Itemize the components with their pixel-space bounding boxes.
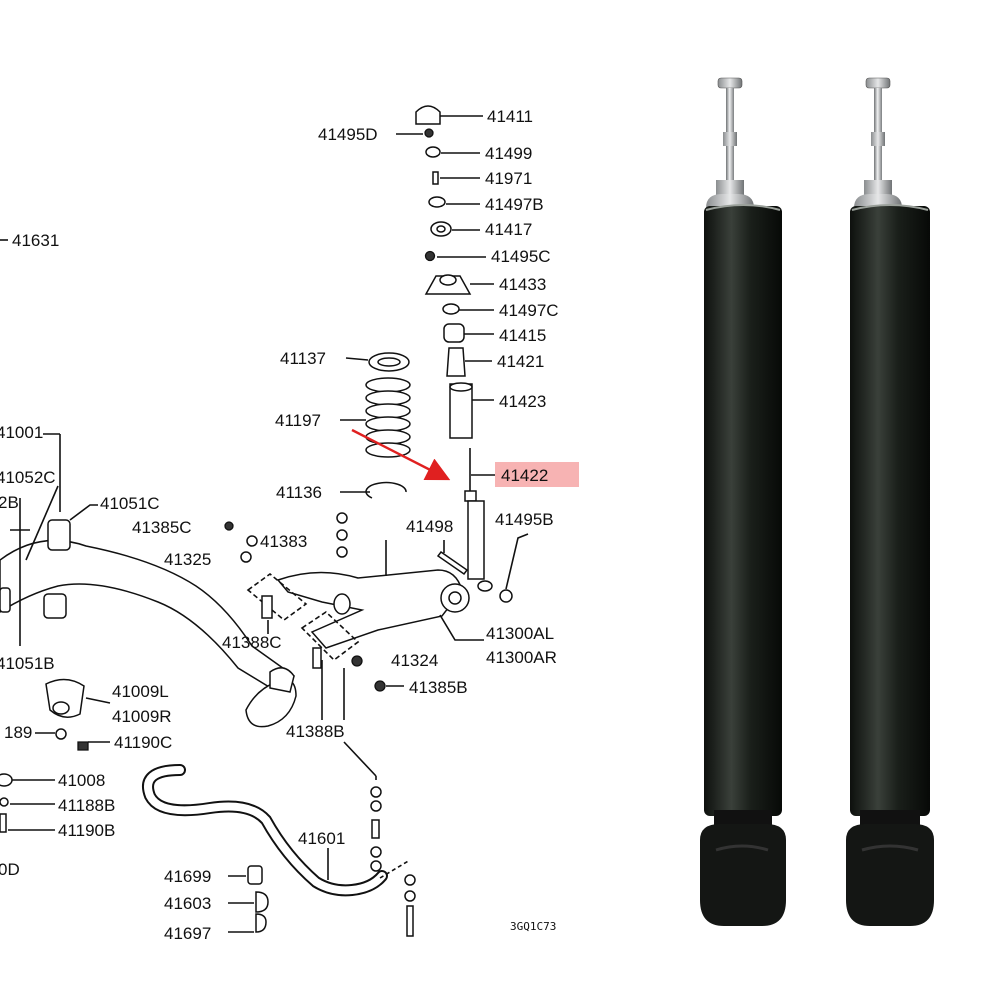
label-41499: 41499 [485,144,532,163]
label-41415: 41415 [499,326,546,345]
part-41324-nut [351,655,363,667]
label-41417: 41417 [485,220,532,239]
label-41433: 41433 [499,275,546,294]
label-41697: 41697 [164,924,211,943]
label-41385B: 41385B [409,678,468,697]
part-41385B-nut [374,680,386,692]
label-41498: 41498 [406,517,453,536]
label-41603: 41603 [164,894,211,913]
part-41499-washer [425,146,441,158]
label-41137: 41137 [280,349,326,368]
part-41421-bump-stop [446,347,466,377]
part-41383-washer [246,535,258,547]
label-2B: 2B [0,493,19,512]
label-41008: 41008 [58,771,105,790]
label-41136: 41136 [276,483,322,502]
label-41325: 41325 [164,550,211,569]
part-41497B-washer [428,196,446,208]
label-41495C: 41495C [491,247,551,266]
part-189-washer [55,728,67,740]
label-41190B: 41190B [58,821,115,840]
label-41197: 41197 [275,411,321,430]
label-41300AL: 41300AL [486,624,554,643]
part-41697-bolt [255,913,267,933]
label-41631: 41631 [12,231,59,250]
label-189: 189 [4,723,32,742]
pointer-arrow [351,428,451,481]
label-41388B: 41388B [286,722,345,741]
part-41498-bolt [436,550,469,576]
part-41423-dust-boot [449,383,473,439]
label-41422: 41422 [501,466,548,485]
highlight-box [495,462,579,487]
part-41495B-nut [499,589,513,603]
lower-arm-assembly [224,512,484,720]
label-41495D: 41495D [318,125,378,144]
strut-stack [340,105,529,603]
label-41411: 41411 [487,107,533,126]
part-41971-collar [432,171,439,185]
part-41495D-nut [424,128,434,138]
part-41052C-bushing [47,519,71,551]
crossmember [0,239,297,833]
part-41415-bushing [443,323,465,343]
part-41190C-bolt [77,741,89,751]
label-41188B: 41188B [58,796,115,815]
part-41422-shock-absorber [464,448,493,592]
label-41383: 41383 [260,532,307,551]
label-41423: 41423 [499,392,546,411]
part-labels: 41411 41495D 41499 41971 41497B 41417 41… [0,107,559,943]
label-41009R: 41009R [112,707,172,726]
part-41385C-nut [224,521,234,531]
part-41197-coil-spring [365,377,411,458]
part-41300-lower-arm [276,569,463,649]
part-41601-stabilizer-bar [144,766,386,895]
label-41324: 41324 [391,651,438,670]
part-41051B-bushing [43,593,67,619]
part-41497C-washer [442,303,460,315]
label-41009L: 41009L [112,682,169,701]
part-41603-bushing [255,891,269,913]
label-41385C: 41385C [132,518,192,537]
label-0D: 0D [0,860,20,879]
part-41388C-bolt [261,595,273,619]
label-41300AR: 41300AR [486,648,557,667]
shock-absorber-left [700,77,786,926]
label-41190C: 41190C [114,733,172,752]
part-link-bolt [406,905,414,937]
label-41497C: 41497C [499,301,559,320]
part-link-washer [370,786,382,798]
part-41495C-nut [424,250,436,262]
diagram-code: 3GQ1C73 [510,920,556,933]
part-41388B-bolt [312,647,322,669]
label-41971: 41971 [485,169,532,188]
label-41699: 41699 [164,867,211,886]
shock-absorber-photo [700,77,934,926]
shock-absorber-right [846,77,934,926]
label-41421: 41421 [497,352,544,371]
part-41325-washer [240,551,252,563]
label-41388C: 41388C [222,633,282,652]
label-41051B: 41051B [0,654,55,673]
label-41495B: 41495B [495,510,554,529]
part-41008-bushing [0,773,13,787]
stabilizer-assembly [142,741,416,937]
label-41601: 41601 [298,829,345,848]
label-41497B: 41497B [485,195,544,214]
part-41136-clip [365,481,407,499]
label-41001: 41001 [0,423,43,442]
part-41411-cap [415,105,441,125]
part-41699-clamp [247,865,263,885]
label-41052C: 41052C [0,468,56,487]
label-41051C: 41051C [100,494,160,513]
